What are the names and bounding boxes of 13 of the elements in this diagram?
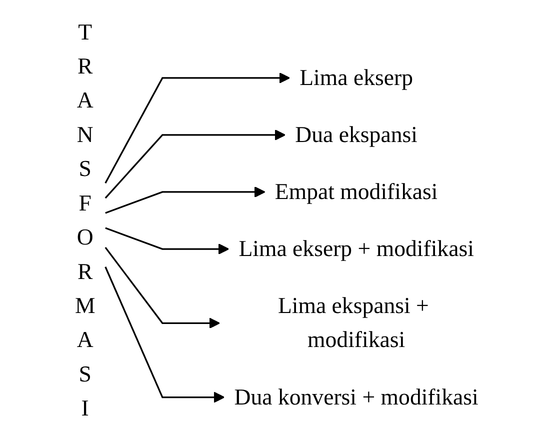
arrow [105, 186, 266, 214]
node-text: Lima ekserp [300, 64, 413, 90]
node-text: TRANSFORMASI [74, 19, 96, 421]
node-text: Dua konversi + modifikasi [234, 384, 478, 410]
arrow [104, 129, 286, 199]
arrow [105, 227, 230, 255]
arrow [104, 72, 290, 184]
node-text: Empat modifikasi [274, 178, 438, 204]
node-text: Lima ekspansi + modifikasi [278, 292, 429, 352]
arrow [104, 246, 220, 329]
node-text: Lima ekserp + modifikasi [238, 236, 474, 262]
arrow [104, 266, 225, 403]
node-text: Dua ekspansi [295, 122, 418, 147]
